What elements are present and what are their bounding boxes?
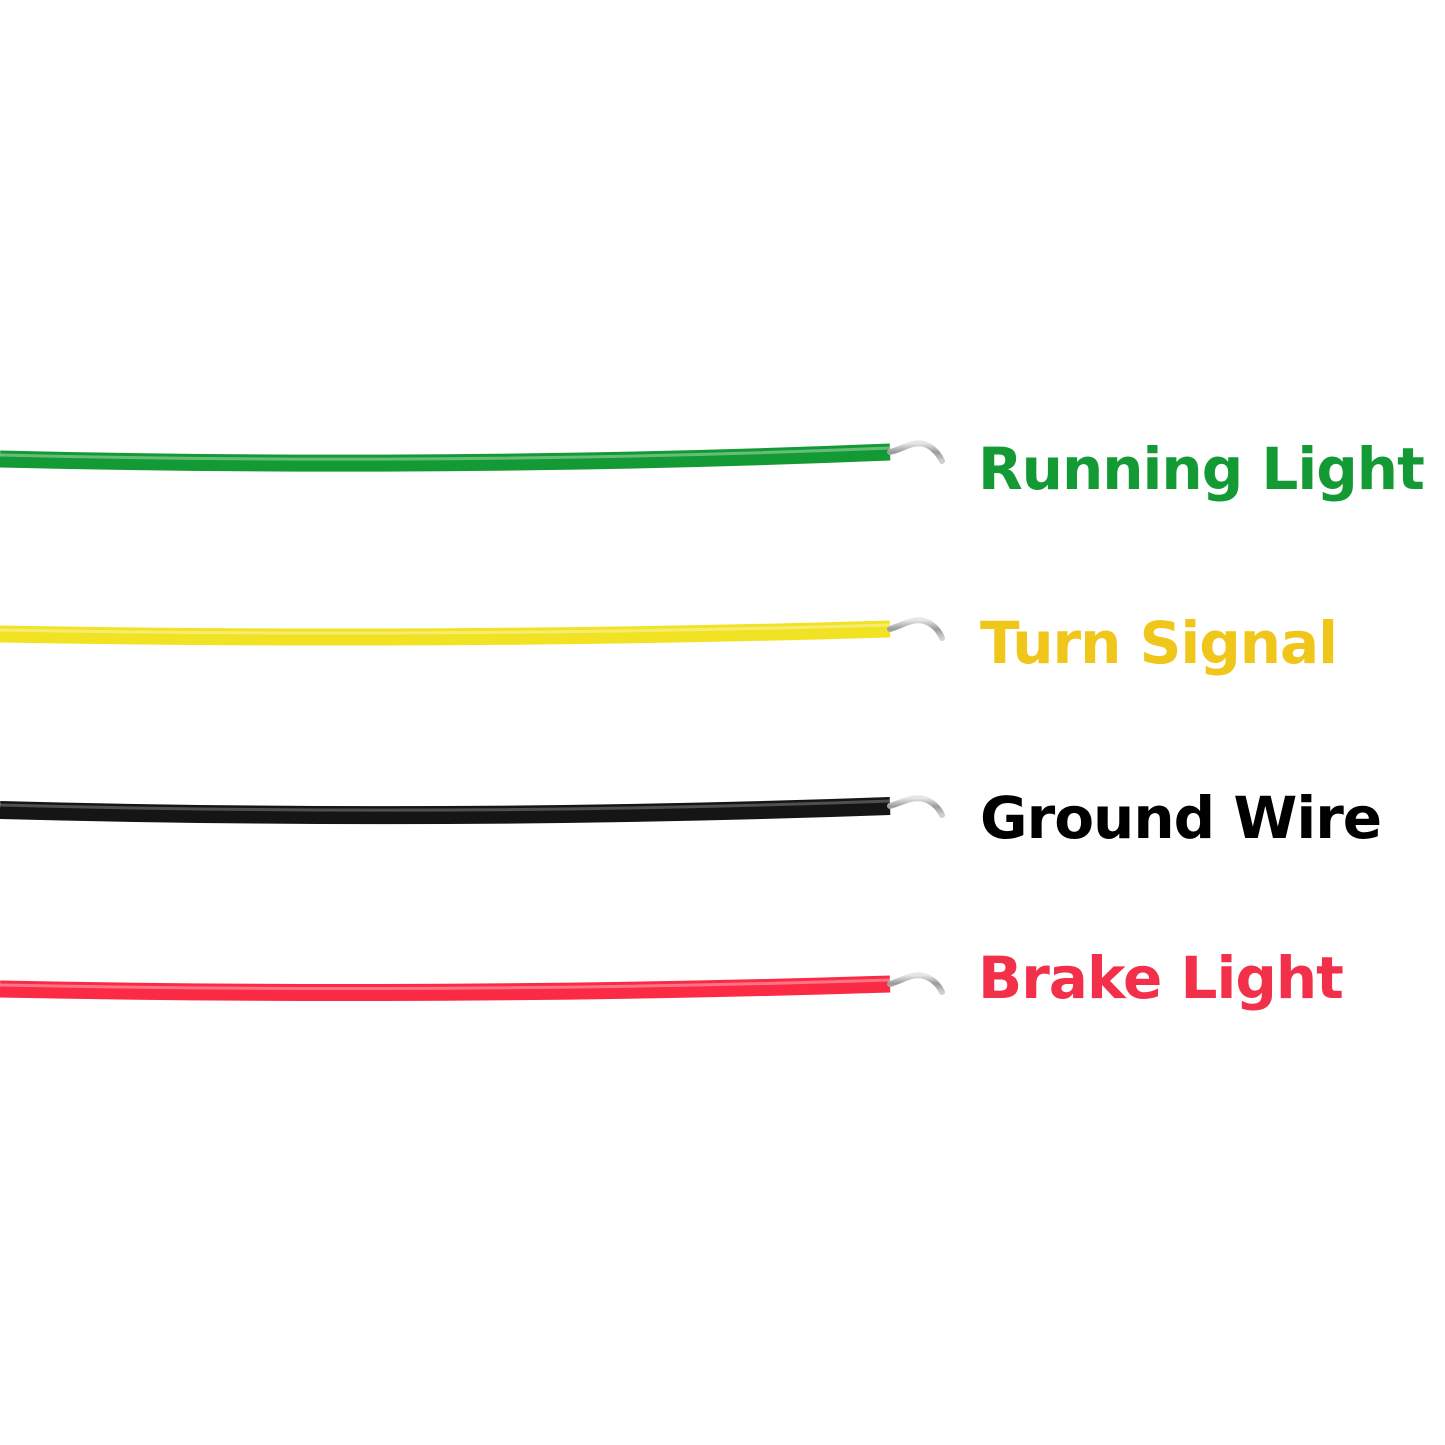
wire-label-ground-wire: Ground Wire: [980, 784, 1381, 852]
wire-ground-highlight: [0, 799, 891, 812]
wire-label-running-light: Running Light: [978, 435, 1424, 503]
wire-running-light-highlight: [0, 446, 891, 461]
wire-brake-light-highlight: [0, 978, 891, 991]
wire-ground-insulation: [0, 797, 891, 825]
wire-turn-signal: Turn Signal: [0, 609, 1338, 677]
wire-turn-signal-insulation: [0, 620, 891, 646]
wire-running-light: Running Light: [0, 435, 1425, 503]
wire-running-light-insulation: [0, 443, 891, 472]
wire-label-brake-light: Brake Light: [978, 944, 1343, 1012]
wire-turn-signal-conductor: [887, 617, 945, 641]
wire-brake-light: Brake Light: [0, 944, 1344, 1012]
wire-brake-light-conductor: [887, 972, 945, 995]
wire-label-turn-signal: Turn Signal: [980, 609, 1337, 677]
wire-running-light-conductor: [887, 440, 945, 464]
wire-turn-signal-highlight: [0, 623, 891, 635]
wire-ground: Ground Wire: [0, 784, 1382, 852]
wire-ground-conductor: [887, 795, 945, 818]
wire-brake-light-insulation: [0, 975, 891, 1002]
